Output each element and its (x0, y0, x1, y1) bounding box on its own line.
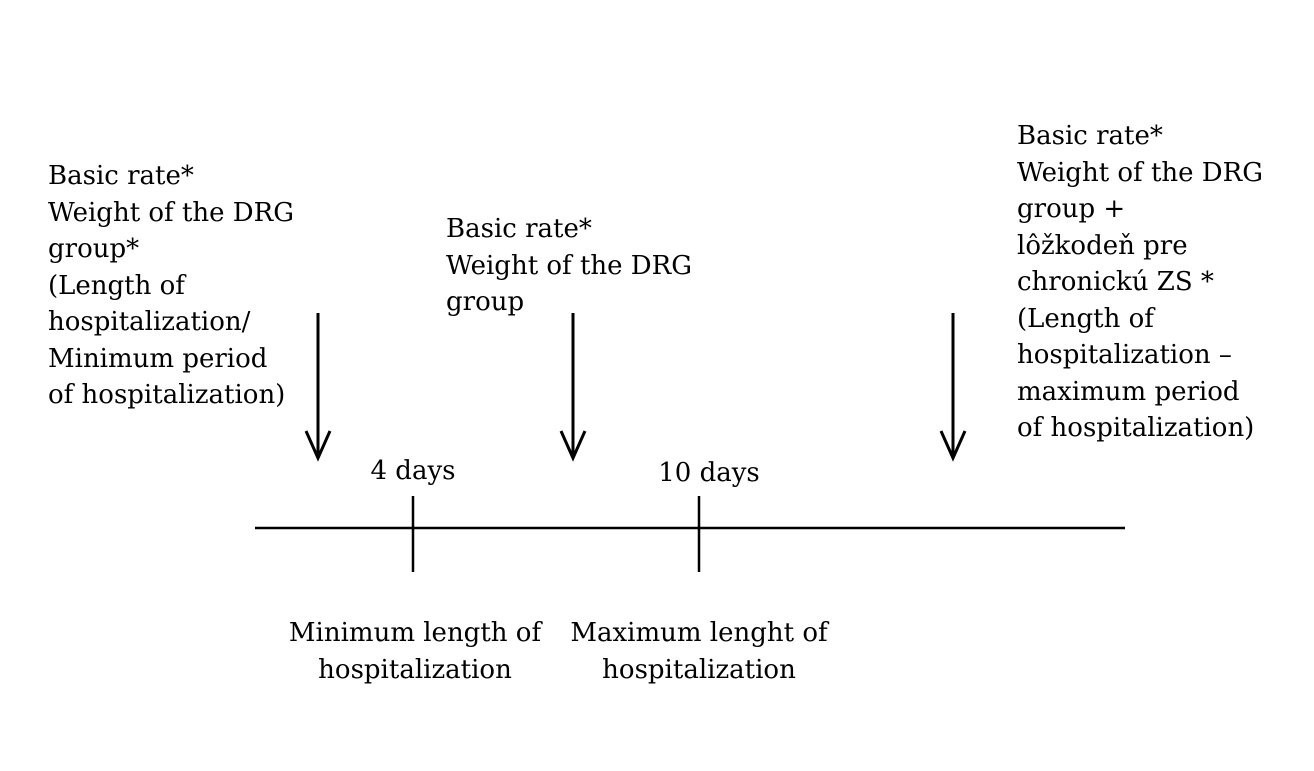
formula-right-line: group + (1017, 194, 1126, 224)
formula-right-line: of hospitalization) (1017, 413, 1255, 443)
arrow-left (304, 313, 332, 462)
tick-min-caption-line: hospitalization (318, 654, 512, 685)
tick-max-caption-line: hospitalization (602, 654, 796, 685)
tick-min-caption-line: Minimum length of (288, 618, 542, 648)
arrow-middle (559, 313, 587, 462)
formula-left-line: hospitalization/ (48, 307, 251, 337)
formula-middle-line: group (446, 287, 525, 317)
formula-left-line: Minimum period (48, 343, 268, 374)
formula-left-line: Weight of the DRG (48, 197, 294, 228)
tick-min-caption: Minimum length of hospitalization (270, 615, 560, 688)
formula-left-line: (Length of (48, 270, 185, 301)
formula-middle-line: Basic rate* (446, 214, 592, 244)
formula-left-line: Basic rate* (48, 161, 194, 191)
formula-right-line: hospitalization – (1017, 340, 1232, 370)
formula-right-line: lôžkodeň pre (1017, 230, 1188, 261)
formula-left-line: of hospitalization) (48, 380, 286, 410)
arrow-right (939, 313, 967, 462)
formula-middle: Basic rate* Weight of the DRG group (446, 211, 692, 321)
formula-left-line: group* (48, 234, 140, 264)
formula-right-line: (Length of (1017, 303, 1154, 334)
formula-right: Basic rate* Weight of the DRG group + lô… (1017, 118, 1263, 447)
formula-right-line: chronickú ZS * (1017, 267, 1214, 297)
formula-right-line: Basic rate* (1017, 121, 1163, 151)
tick-min-value-label: 4 days (370, 456, 456, 486)
formula-left: Basic rate* Weight of the DRG group* (Le… (48, 158, 294, 414)
formula-middle-line: Weight of the DRG (446, 250, 692, 281)
formula-right-line: Weight of the DRG (1017, 157, 1263, 188)
tick-max-caption: Maximum lenght of hospitalization (554, 615, 844, 688)
tick-max-caption-line: Maximum lenght of (570, 618, 828, 648)
tick-max-value-label: 10 days (658, 458, 760, 488)
formula-right-line: maximum period (1017, 376, 1240, 407)
